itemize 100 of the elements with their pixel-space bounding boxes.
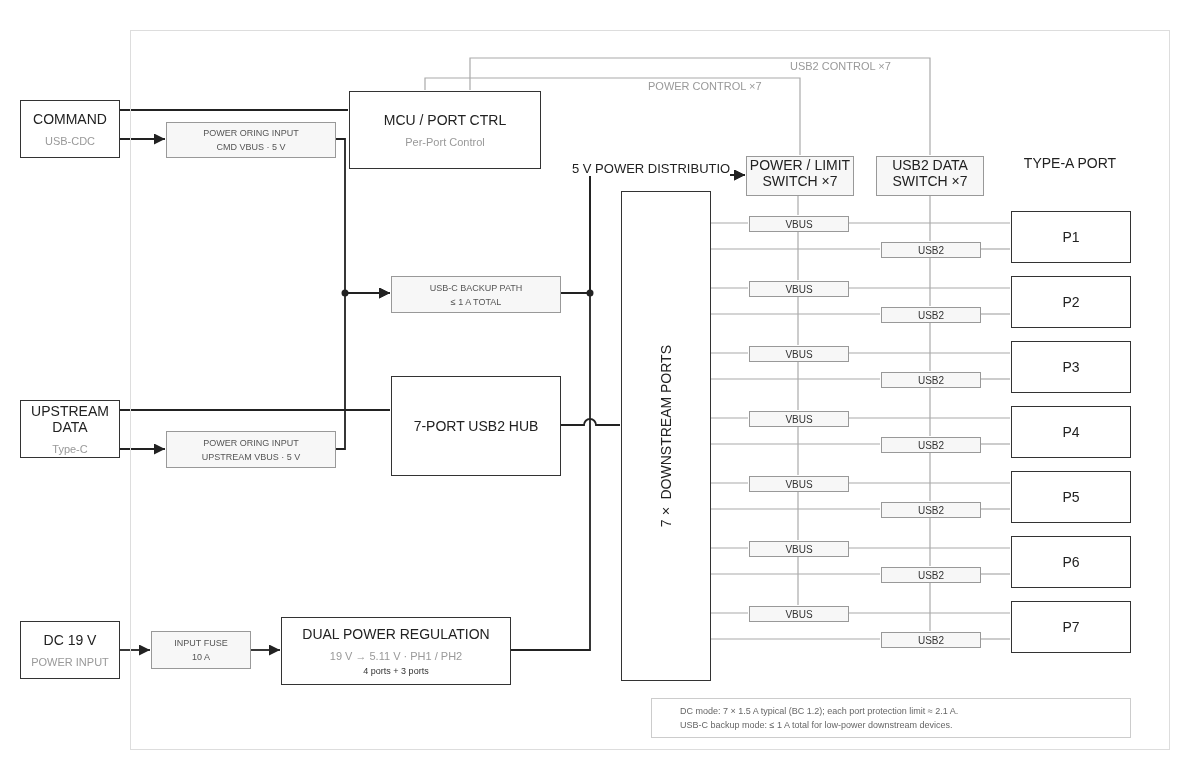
connector-line [929,386,931,437]
column-heading: TYPE-A PORT [1022,155,1118,171]
block-title: USB-C BACKUP PATH [429,282,523,293]
connector-line [797,490,799,541]
switch-box [881,242,981,258]
switch-box [881,307,981,323]
block-subtitle: 19 V → 5.11 V · PH1 / PH2 [329,650,463,662]
switch-box [881,502,981,518]
connector-line [929,194,931,242]
block-title: P3 [1062,359,1080,375]
block-subtitle: ≤ 1 A TOTAL [450,296,502,307]
block-title: VBUS [785,413,813,425]
block-title: USB2 [917,374,945,386]
block-title: POWER / LIMIT SWITCH ×7 [748,157,852,189]
arrow [334,287,391,450]
connector-line [709,443,881,445]
connector-line [797,425,799,476]
block-subtitle: 10 A [192,652,210,662]
connector-line [469,57,931,156]
connector-line [929,581,931,632]
port-bus-box [621,191,711,681]
connector-line [847,417,1011,419]
connector-line [979,378,1011,380]
switch-box [749,281,849,297]
edge-label: POWER CONTROL ×7 [648,80,762,92]
switch-box [749,346,849,362]
block-title: VBUS [785,608,813,620]
switch-box [881,372,981,388]
port-box [1011,341,1131,393]
connector-line [424,77,801,156]
arrow [119,133,166,145]
connector-line [709,352,749,354]
connector-line [709,313,881,315]
block-title: USB2 [917,634,945,646]
switch-box [749,606,849,622]
block-title: P5 [1062,489,1080,505]
connector-line [709,378,881,380]
block-box [20,400,120,458]
block-title: USB2 [917,569,945,581]
block-title: P4 [1062,424,1080,440]
block-title: VBUS [785,348,813,360]
port-box [1011,211,1131,263]
block-subtitle: POWER INPUT [31,656,109,668]
connector-line [797,194,799,216]
block-subtitle: UPSTREAM VBUS · 5 V [201,451,301,462]
sub-block-box [166,122,336,158]
connector-line [709,482,749,484]
block-box [391,376,561,476]
sub-block-box [151,631,251,669]
block-title: P6 [1062,554,1080,570]
connector-line [709,508,881,510]
port-box [1011,471,1131,523]
block-title: 7× DOWNSTREAM PORTS [658,344,674,528]
connector-line [709,417,749,419]
block-title: VBUS [785,283,813,295]
board-outline [130,30,1170,750]
block-title: VBUS [785,478,813,490]
block-title: VBUS [785,543,813,555]
edge-label: USB2 CONTROL ×7 [790,60,891,72]
block-subtitle: USB-CDC [44,135,96,147]
connector-line [847,352,1011,354]
connector-line [559,418,621,426]
block-title: INPUT FUSE [174,638,228,648]
block-subtitle: Per-Port Control [405,136,485,148]
connector-line [979,443,1011,445]
connector-line [709,547,749,549]
connector-line [797,230,799,281]
connector-line [709,573,881,575]
block-title: 7-PORT USB2 HUB [413,418,539,434]
block-title: POWER ORING INPUT [203,128,299,138]
connector-line [119,409,391,411]
connector-line [847,612,1011,614]
connector-line [847,222,1011,224]
port-box [1011,536,1131,588]
block-box [20,621,120,679]
block-title: DC 19 V [43,632,97,648]
switch-box [749,216,849,232]
connector-line [709,612,749,614]
arrow [249,644,281,656]
connector-line [847,287,1011,289]
block-subtitle: 4 ports + 3 ports [363,666,429,676]
arrow [119,443,166,455]
block-title: USB2 [917,504,945,516]
block-title: MCU / PORT CTRL [383,112,507,128]
block-subtitle: Type-C [52,443,88,455]
switch-box [881,632,981,648]
switch-box [749,476,849,492]
switch-box [749,541,849,557]
connector-line [979,248,1011,250]
block-subtitle: CMD VBUS · 5 V [216,142,286,152]
connector-line [709,248,881,250]
block-title: VBUS [785,218,813,230]
note-box [651,698,1131,738]
port-box [1011,276,1131,328]
switch-box [881,437,981,453]
edge-label: 5 V POWER DISTRIBUTIO [572,161,731,176]
connector-line [979,638,1011,640]
block-box [281,617,511,685]
note-text: USB-C backup mode: ≤ 1 A total for low-power downstream devices. [680,720,953,730]
connector-line [709,287,749,289]
